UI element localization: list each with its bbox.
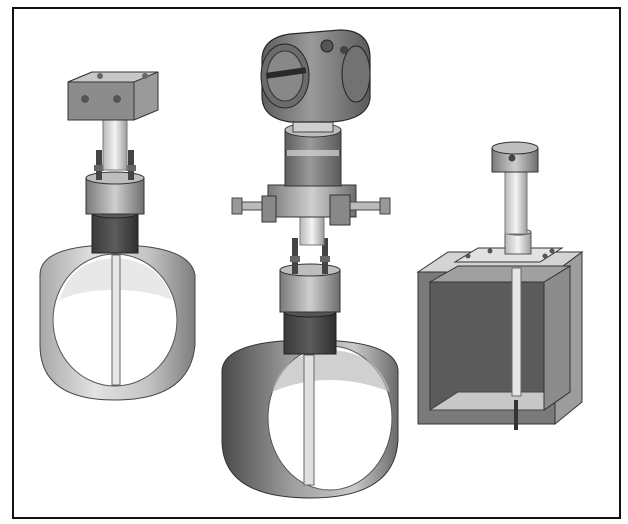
sensor-module: [284, 117, 342, 187]
right-rod: [504, 169, 528, 235]
center-sensor-bar: [303, 354, 315, 486]
center-collar: [283, 311, 337, 355]
mounting-plate: [453, 247, 564, 263]
left-sensor-bar: [111, 254, 121, 386]
right-sensor-bar: [511, 267, 522, 397]
transmitter-housing: [260, 29, 371, 123]
left-collar: [91, 212, 139, 254]
pitot-sensor-remote-mount: [39, 71, 196, 401]
pitot-sensor-square-duct: [416, 141, 584, 430]
right-head-cap: [491, 141, 539, 173]
manifold: [231, 184, 391, 226]
left-head-block: [67, 71, 159, 121]
pitot-sensor-with-transmitter: [221, 29, 399, 499]
square-duct: [416, 251, 584, 426]
